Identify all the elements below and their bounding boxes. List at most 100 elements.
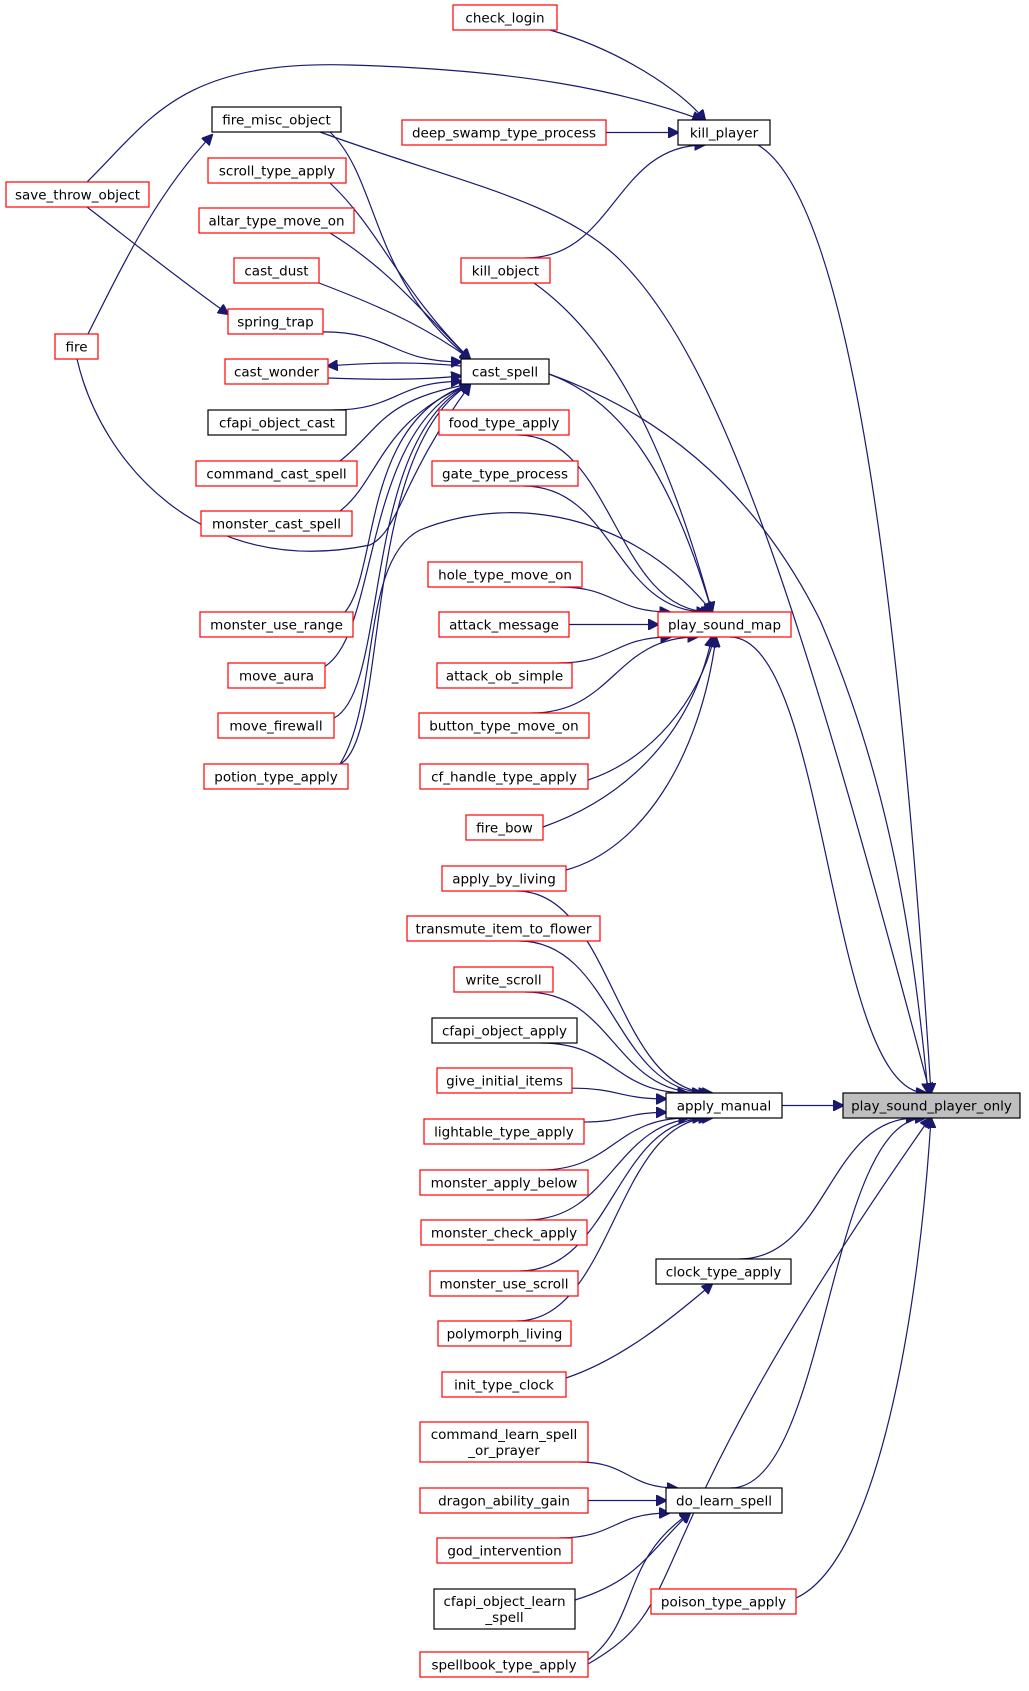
node-lightable_type_apply[interactable]: lightable_type_apply — [423, 1118, 585, 1145]
node-box[interactable] — [429, 1270, 579, 1297]
node-poison_type_apply[interactable]: poison_type_apply — [650, 1588, 797, 1615]
node-box[interactable] — [438, 409, 570, 436]
node-box[interactable] — [418, 712, 590, 739]
node-monster_cast_spell[interactable]: monster_cast_spell — [200, 510, 353, 537]
node-box[interactable] — [419, 1421, 589, 1463]
node-box[interactable] — [677, 119, 771, 146]
node-spellbook_type_apply[interactable]: spellbook_type_apply — [419, 1651, 589, 1678]
node-box[interactable] — [227, 662, 326, 689]
node-box[interactable] — [433, 1588, 576, 1630]
node-box[interactable] — [200, 510, 353, 537]
node-box[interactable] — [431, 460, 579, 487]
node-box[interactable] — [665, 1487, 783, 1514]
node-spring_trap[interactable]: spring_trap — [227, 308, 324, 335]
node-box[interactable] — [436, 1537, 573, 1564]
node-command_cast_spell[interactable]: command_cast_spell — [195, 460, 358, 487]
node-cfapi_object_learn_spell[interactable]: cfapi_object_learn_spell — [433, 1588, 576, 1630]
node-box[interactable] — [460, 257, 551, 284]
node-box[interactable] — [207, 157, 347, 184]
node-box[interactable] — [224, 358, 329, 385]
node-box[interactable] — [437, 1320, 572, 1347]
node-box[interactable] — [453, 966, 554, 993]
node-box[interactable] — [655, 1258, 792, 1285]
node-potion_type_apply[interactable]: potion_type_apply — [203, 763, 349, 790]
node-kill_player[interactable]: kill_player — [677, 119, 771, 146]
node-box[interactable] — [419, 1487, 589, 1514]
node-box[interactable] — [203, 763, 349, 790]
node-box[interactable] — [419, 763, 589, 790]
node-box[interactable] — [233, 257, 320, 284]
node-kill_object[interactable]: kill_object — [460, 257, 551, 284]
node-fire_bow[interactable]: fire_bow — [465, 814, 544, 841]
node-box[interactable] — [401, 119, 607, 146]
node-write_scroll[interactable]: write_scroll — [453, 966, 554, 993]
node-cast_dust[interactable]: cast_dust — [233, 257, 320, 284]
node-box[interactable] — [207, 409, 347, 436]
node-box[interactable] — [436, 1067, 573, 1094]
node-cast_spell[interactable]: cast_spell — [460, 358, 550, 385]
node-cfapi_object_apply[interactable]: cfapi_object_apply — [431, 1017, 578, 1044]
node-check_login[interactable]: check_login — [452, 4, 558, 31]
node-cast_wonder[interactable]: cast_wonder — [224, 358, 329, 385]
node-fire[interactable]: fire — [54, 333, 99, 360]
node-box[interactable] — [198, 207, 355, 234]
node-box[interactable] — [431, 1017, 578, 1044]
node-box[interactable] — [657, 611, 792, 638]
node-polymorph_living[interactable]: polymorph_living — [437, 1320, 572, 1347]
node-command_learn_spell_or_prayer[interactable]: command_learn_spell_or_prayer — [419, 1421, 589, 1463]
node-move_aura[interactable]: move_aura — [227, 662, 326, 689]
node-fire_misc_object[interactable]: fire_misc_object — [211, 106, 342, 133]
node-apply_by_living[interactable]: apply_by_living — [441, 865, 567, 892]
node-scroll_type_apply[interactable]: scroll_type_apply — [207, 157, 347, 184]
node-cf_handle_type_apply[interactable]: cf_handle_type_apply — [419, 763, 589, 790]
node-box[interactable] — [427, 561, 583, 588]
node-box[interactable] — [419, 1169, 589, 1196]
node-save_throw_object[interactable]: save_throw_object — [5, 181, 150, 208]
node-do_learn_spell[interactable]: do_learn_spell — [665, 1487, 783, 1514]
node-box[interactable] — [650, 1588, 797, 1615]
node-move_firewall[interactable]: move_firewall — [217, 712, 335, 739]
node-box[interactable] — [199, 611, 354, 638]
node-init_type_clock[interactable]: init_type_clock — [441, 1371, 567, 1398]
node-attack_ob_simple[interactable]: attack_ob_simple — [436, 662, 573, 689]
node-attack_message[interactable]: attack_message — [438, 611, 570, 638]
node-box[interactable] — [465, 814, 544, 841]
node-monster_use_scroll[interactable]: monster_use_scroll — [429, 1270, 579, 1297]
node-box[interactable] — [665, 1092, 783, 1119]
node-button_type_move_on[interactable]: button_type_move_on — [418, 712, 590, 739]
node-play_sound_map[interactable]: play_sound_map — [657, 611, 792, 638]
node-dragon_ability_gain[interactable]: dragon_ability_gain — [419, 1487, 589, 1514]
node-clock_type_apply[interactable]: clock_type_apply — [655, 1258, 792, 1285]
node-box[interactable] — [54, 333, 99, 360]
node-box[interactable] — [436, 662, 573, 689]
node-box[interactable] — [438, 611, 570, 638]
node-transmute_item_to_flower[interactable]: transmute_item_to_flower — [406, 915, 601, 942]
node-monster_use_range[interactable]: monster_use_range — [199, 611, 354, 638]
node-box[interactable] — [406, 915, 601, 942]
node-box[interactable] — [227, 308, 324, 335]
node-gate_type_process[interactable]: gate_type_process — [431, 460, 579, 487]
node-box[interactable] — [195, 460, 358, 487]
node-box[interactable] — [420, 1219, 588, 1246]
node-box[interactable] — [452, 4, 558, 31]
node-altar_type_move_on[interactable]: altar_type_move_on — [198, 207, 355, 234]
node-cfapi_object_cast[interactable]: cfapi_object_cast — [207, 409, 347, 436]
node-box[interactable] — [211, 106, 342, 133]
node-box[interactable] — [842, 1092, 1021, 1119]
node-box[interactable] — [441, 1371, 567, 1398]
node-monster_apply_below[interactable]: monster_apply_below — [419, 1169, 589, 1196]
node-box[interactable] — [423, 1118, 585, 1145]
node-hole_type_move_on[interactable]: hole_type_move_on — [427, 561, 583, 588]
node-give_initial_items[interactable]: give_initial_items — [436, 1067, 573, 1094]
node-god_intervention[interactable]: god_intervention — [436, 1537, 573, 1564]
node-monster_check_apply[interactable]: monster_check_apply — [420, 1219, 588, 1246]
node-box[interactable] — [217, 712, 335, 739]
node-food_type_apply[interactable]: food_type_apply — [438, 409, 570, 436]
node-deep_swamp_type_process[interactable]: deep_swamp_type_process — [401, 119, 607, 146]
node-box[interactable] — [5, 181, 150, 208]
node-play_sound_player_only[interactable]: play_sound_player_only — [842, 1092, 1021, 1119]
node-box[interactable] — [441, 865, 567, 892]
node-box[interactable] — [460, 358, 550, 385]
node-apply_manual[interactable]: apply_manual — [665, 1092, 783, 1119]
node-box[interactable] — [419, 1651, 589, 1678]
